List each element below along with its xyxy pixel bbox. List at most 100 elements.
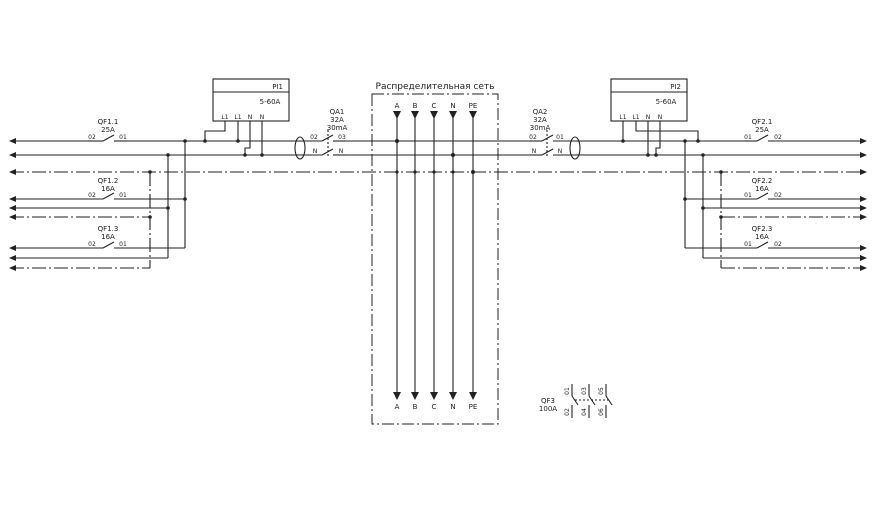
terminal-label: N <box>313 148 318 155</box>
terminal-label: 01 <box>556 134 564 141</box>
switch-contact-icon <box>756 192 769 200</box>
arrow-left-icon <box>9 169 16 175</box>
meter-terminal: N <box>658 114 663 121</box>
terminal-label: 03 <box>338 134 346 141</box>
terminal-label: 02 <box>88 241 96 248</box>
terminal-label: 02 <box>564 408 571 416</box>
arrow-left-icon <box>9 152 16 158</box>
meter-terminal: L1 <box>632 114 639 121</box>
arrow-right-icon <box>860 196 867 202</box>
arrow-down-icon <box>469 111 477 119</box>
trunk-lines <box>9 138 867 175</box>
switch-contact-icon <box>756 134 769 142</box>
meter-terminal: N <box>248 114 253 121</box>
left-side: PI1 5-60A L1 L1 N N QA1 32A 30mA 02 03 N… <box>9 78 347 271</box>
switch-rating: 100A <box>539 405 557 413</box>
branch-qf1-2: QF1.2 16A 02 01 <box>9 177 185 220</box>
breaker-name: QF1.3 <box>98 225 119 233</box>
terminal-label: 02 <box>310 134 318 141</box>
rcd-name: QA1 <box>330 108 345 116</box>
terminal-label: 01 <box>744 241 752 248</box>
meter-terminal: L1 <box>619 114 626 121</box>
network-title: Распределительная сеть <box>376 82 495 92</box>
arrow-down-icon <box>393 392 401 400</box>
switch-contact-icon <box>102 192 115 200</box>
arrow-left-icon <box>9 205 16 211</box>
meter-name: PI1 <box>272 83 283 91</box>
arrow-right-icon <box>860 245 867 251</box>
meter-name: PI2 <box>670 83 681 91</box>
terminal-label: 03 <box>581 387 588 395</box>
terminal-label: 02 <box>774 192 782 199</box>
arrow-right-icon <box>860 214 867 220</box>
current-transformer-icon <box>569 136 581 160</box>
meter-pi1: PI1 5-60A L1 L1 N N <box>203 78 290 157</box>
breaker-rating: 16A <box>101 233 115 241</box>
bus-label-c-top: C <box>432 102 437 110</box>
meter-pi2: PI2 5-60A L1 L1 N N <box>610 78 700 157</box>
network-frame <box>371 93 499 425</box>
arrow-left-icon <box>9 255 16 261</box>
terminal-label: 01 <box>119 134 127 141</box>
breaker-rating: 16A <box>755 233 769 241</box>
breaker-rating: 16A <box>101 185 115 193</box>
breaker-name: QF1.2 <box>98 177 119 185</box>
terminal-label: 06 <box>598 408 605 416</box>
breaker-name: QF1.1 <box>98 118 119 126</box>
meter-terminal: L1 <box>221 114 228 121</box>
terminal-label: 04 <box>581 408 588 416</box>
bus-label-pe-bottom: PE <box>469 403 478 411</box>
branch-qf2-3: QF2.3 16A 01 02 <box>685 225 867 271</box>
arrow-left-icon <box>9 265 16 271</box>
rcd-qa1: QA1 32A 30mA 02 03 N N <box>294 108 347 160</box>
terminal-label: N <box>558 148 563 155</box>
bus-label-b-bottom: B <box>413 403 418 411</box>
arrow-left-icon <box>9 245 16 251</box>
terminal-label: 01 <box>744 192 752 199</box>
meter-terminal: N <box>646 114 651 121</box>
distribution-network: Распределительная сеть A B C N PE A B C … <box>371 82 499 425</box>
arrow-right-icon <box>860 152 867 158</box>
rcd-name: QA2 <box>533 108 548 116</box>
meter-terminal: N <box>260 114 265 121</box>
branch-qf2-2: QF2.2 16A 01 02 <box>685 177 867 220</box>
arrow-down-icon <box>430 392 438 400</box>
breaker-rating: 25A <box>101 126 115 134</box>
arrow-left-icon <box>9 196 16 202</box>
breaker-name: QF2.2 <box>752 177 773 185</box>
rcd-rating: 32A <box>533 116 547 124</box>
bus-label-pe-top: PE <box>469 102 478 110</box>
arrow-right-icon <box>860 169 867 175</box>
terminal-label: 01 <box>564 387 571 395</box>
terminal-label: 01 <box>119 192 127 199</box>
bus-label-a-bottom: A <box>395 403 400 411</box>
arrow-right-icon <box>860 265 867 271</box>
terminal-label: N <box>339 148 344 155</box>
terminal-label: 02 <box>774 134 782 141</box>
arrow-down-icon <box>449 111 457 119</box>
terminal-label: 02 <box>88 192 96 199</box>
terminal-label: 02 <box>88 134 96 141</box>
arrow-left-icon <box>9 138 16 144</box>
breaker-name: QF2.3 <box>752 225 773 233</box>
rcd-rating: 32A <box>330 116 344 124</box>
arrow-down-icon <box>430 111 438 119</box>
arrow-left-icon <box>9 214 16 220</box>
breaker-rating: 25A <box>755 126 769 134</box>
right-side: PI2 5-60A L1 L1 N N QA2 32A 30mA 02 01 N… <box>529 78 867 271</box>
arrow-right-icon <box>860 205 867 211</box>
main-switch-qf3: QF3 100A 01 03 05 02 04 06 <box>539 384 613 418</box>
branch-qf1-3: QF1.3 16A 02 01 <box>9 225 185 271</box>
bus-label-b-top: B <box>413 102 418 110</box>
arrow-down-icon <box>469 392 477 400</box>
bus-lines <box>393 111 477 400</box>
breaker-rating: 16A <box>755 185 769 193</box>
terminal-label: 05 <box>598 387 605 395</box>
bus-label-n-top: N <box>450 102 455 110</box>
breaker-name: QF2.1 <box>752 118 773 126</box>
switch-contact-icon <box>756 241 769 249</box>
terminal-label: 01 <box>119 241 127 248</box>
meter-range: 5-60A <box>260 98 281 106</box>
meter-range: 5-60A <box>656 98 677 106</box>
